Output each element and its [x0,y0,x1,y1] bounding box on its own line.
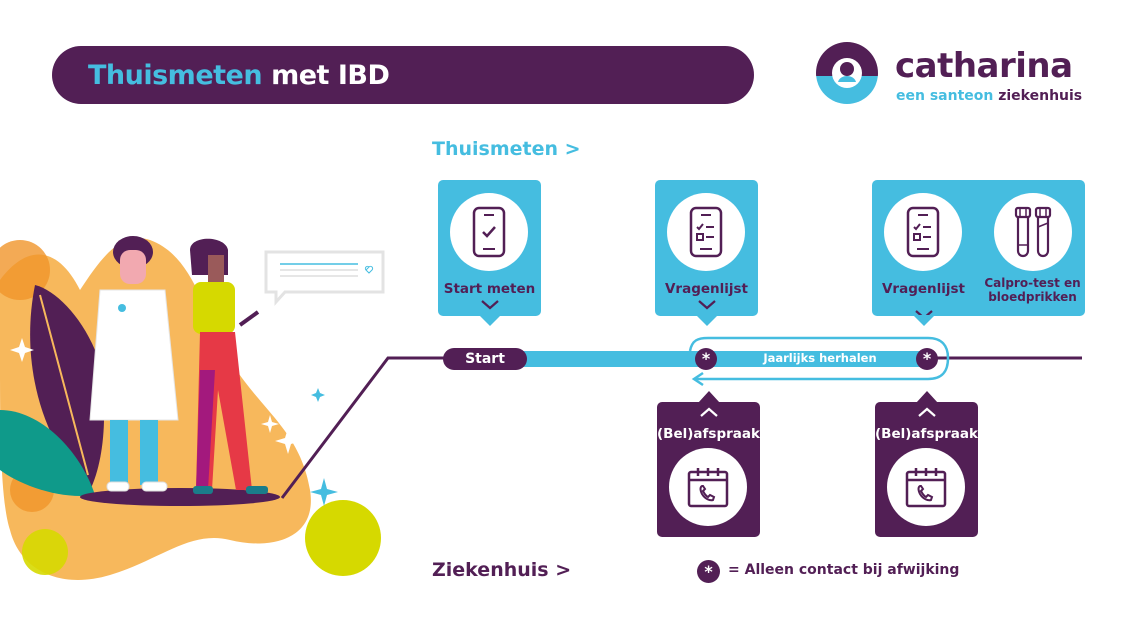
step-label-line1: Calpro-test en [984,276,1081,290]
page-title-rest: met IBD [271,59,390,91]
deviation-marker-1: * [695,348,717,370]
step-card-belafspraak-1: (Bel)afspraak [657,391,760,537]
step-card-vragenlijst-1: Vragenlijst [655,180,758,326]
page-title-accent: Thuismeten [88,59,263,91]
icon-circle [994,193,1072,271]
step-label: Vragenlijst [664,281,749,297]
card-pointer [916,391,938,403]
repeat-loop-outline [688,336,950,381]
section-label-home: Thuismeten > [432,138,581,160]
calendar-phone-icon [905,468,947,508]
orange-dot [0,240,50,300]
step-label: Start meten [443,281,536,297]
step-card-belafspraak-2: (Bel)afspraak [875,391,978,537]
icon-circle [667,193,745,271]
legend-text: = Alleen contact bij afwijking [728,562,960,578]
deviation-marker-2: * [916,348,938,370]
ground-shadow [80,488,280,506]
phone-checklist-icon [906,206,940,258]
phone-checklist-icon [689,206,723,258]
timeline-blue-bar [520,351,930,367]
legend-marker: * [697,560,720,583]
card-pointer [479,315,501,326]
teal-leaf [0,410,95,496]
patient-figure [190,238,268,494]
step-label-line2: bloedprikken [988,290,1077,304]
sparkle-icon [261,415,279,433]
test-tubes-icon [1014,206,1052,258]
logo-sub-purple: ziekenhuis [998,88,1083,104]
illustration [0,236,385,580]
section-label-hospital: Ziekenhuis > [432,559,572,581]
icon-circle [450,193,528,271]
logo-subtitle: een santeon ziekenhuis [896,88,1082,104]
timeline-start-pill: Start [443,348,527,370]
chevron-up-icon [699,407,718,417]
page-title-bar: Thuismeten met IBD [52,46,754,104]
step-label: Vragenlijst [881,281,966,297]
phone-check-icon [472,206,506,258]
icon-circle [887,448,965,526]
chevron-up-icon [917,407,936,417]
lime-circle-large [305,500,381,576]
sparkle-icon [10,338,34,362]
logo-sub-blue: een santeon [896,88,994,104]
repeat-label: Jaarlijks herhalen [763,351,877,365]
icon-circle [669,448,747,526]
chevron-down-icon [480,300,499,310]
purple-leaf [30,285,105,490]
logo-name: catharina [895,46,1073,86]
icon-circle [884,193,962,271]
card-pointer [698,391,720,403]
sparkle-icon [310,478,338,506]
card-pointer [913,315,935,326]
timeline-path-left [280,356,445,499]
chevron-down-icon [697,300,716,310]
step-label: (Bel)afspraak [657,426,760,442]
catharina-logo-icon [816,42,878,104]
step-label: (Bel)afspraak [875,426,978,442]
step-label-calpro: Calpro-test en bloedprikken [980,276,1085,304]
step-card-start-meten: Start meten [438,180,541,326]
sparkle-icon [275,428,301,454]
repeat-arrow-icon [691,371,704,387]
doctor-figure [89,236,179,492]
lime-circle-small [22,529,68,575]
step-card-vragenlijst-calpro: Vragenlijst Calpro-test en bloedprikken [872,180,1085,326]
speech-bubble [264,250,385,306]
card-pointer [696,315,718,326]
calendar-phone-icon [687,468,729,508]
sparkle-icon [311,388,325,402]
